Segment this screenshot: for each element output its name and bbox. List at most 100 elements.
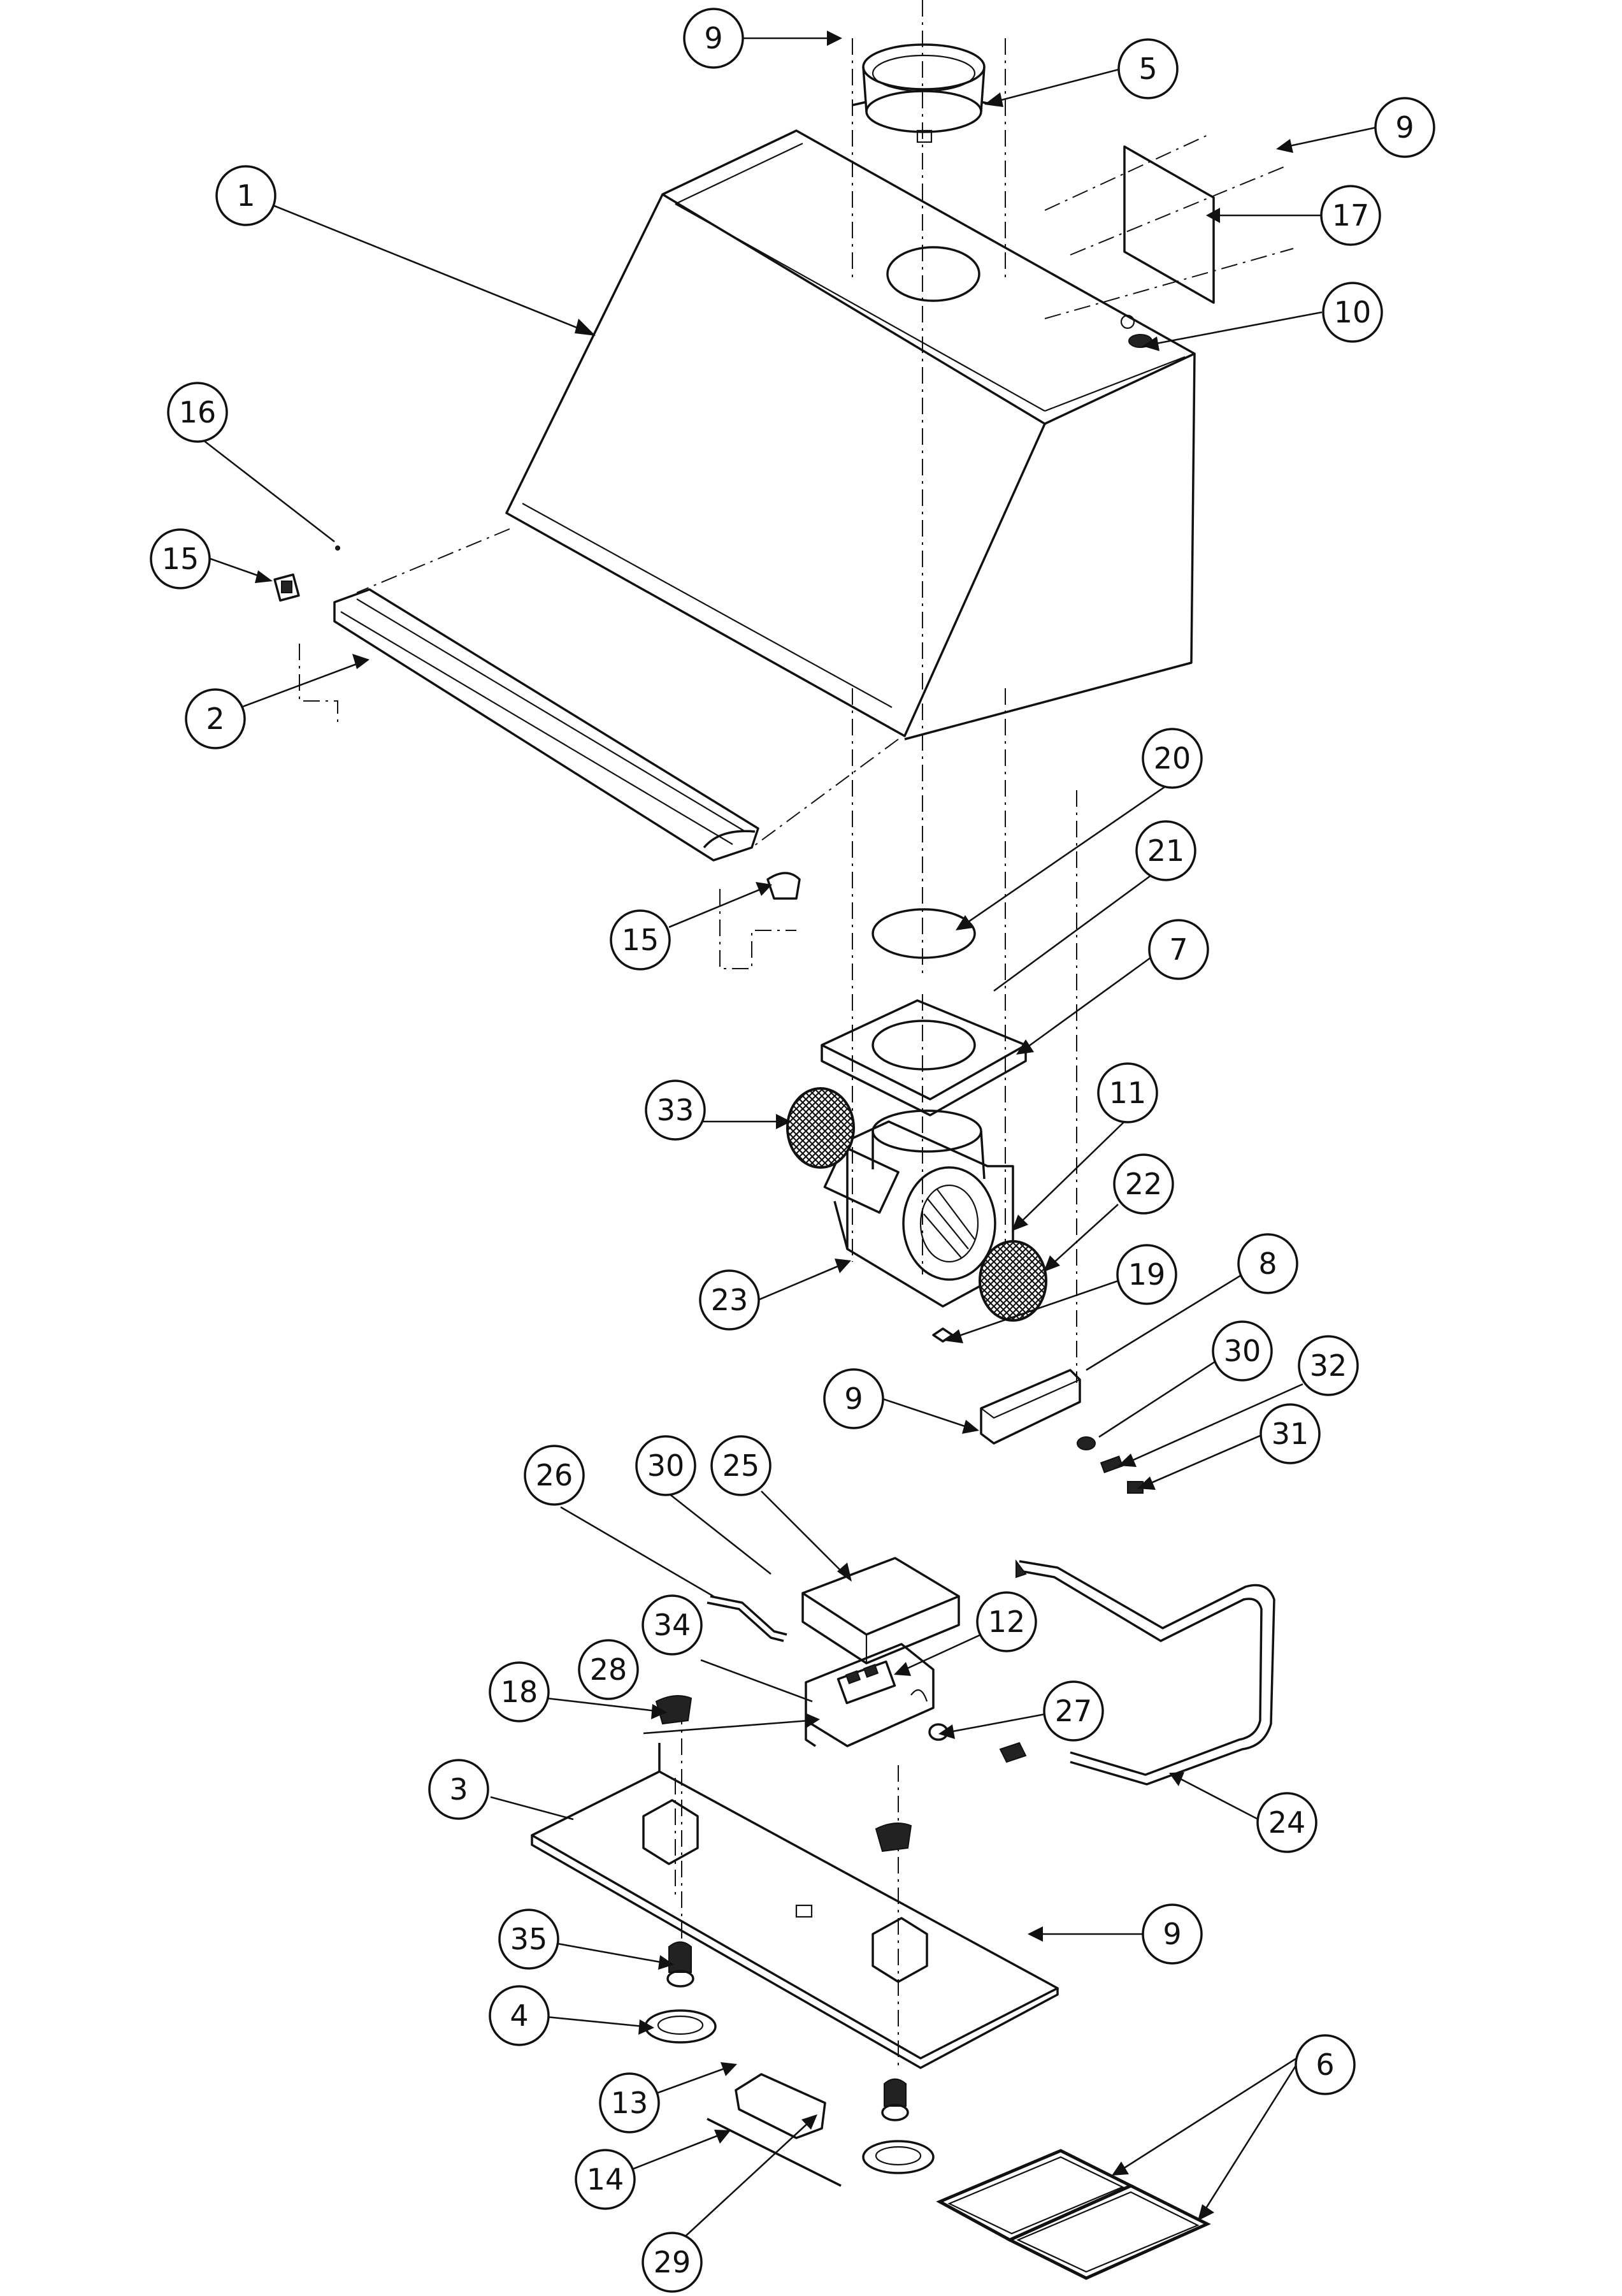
svg-text:4: 4 [510,1998,528,2033]
callout-8: 8 [1237,1233,1298,1294]
callout-24: 24 [1256,1792,1317,1853]
bottom-panel [531,1743,1059,2069]
wire-lead [707,1595,787,1642]
callout-2: 2 [185,688,246,749]
callout-34: 34 [642,1594,703,1656]
svg-text:25: 25 [722,1448,760,1483]
svg-text:31: 31 [1272,1417,1309,1451]
callout-29: 29 [642,2232,703,2293]
callout-9-lower: 9 [1142,1903,1203,1965]
svg-text:9: 9 [1163,1917,1181,1951]
callout-4: 4 [489,1985,550,2046]
svg-text:23: 23 [711,1283,749,1317]
callout-3: 3 [428,1759,489,1820]
junction-bracket [980,1369,1081,1445]
svg-text:9: 9 [1395,110,1414,145]
end-cap-right [766,872,801,900]
svg-text:13: 13 [611,2086,649,2120]
callout-6: 6 [1295,2034,1356,2095]
lamp-socket-top [655,1695,912,1852]
callout-16: 16 [167,382,228,443]
end-cap-left [273,545,340,602]
tension-rod [707,2118,842,2187]
front-light-panel [333,588,759,862]
callout-19: 19 [1116,1244,1177,1305]
callout-23: 23 [699,1269,760,1331]
callout-10: 10 [1322,282,1383,343]
callout-12: 12 [976,1591,1037,1652]
callout-17: 17 [1320,185,1381,246]
svg-text:26: 26 [536,1458,573,1492]
svg-text:30: 30 [1224,1334,1261,1368]
duct-collar [852,43,998,143]
svg-text:30: 30 [647,1448,685,1483]
callout-30-left: 30 [635,1435,696,1496]
callout-21: 21 [1135,820,1196,881]
callout-9-top: 9 [683,8,744,69]
callout-20: 20 [1142,728,1203,789]
control-box-cover [801,1557,960,1664]
svg-text:27: 27 [1055,1694,1093,1728]
svg-text:1: 1 [236,178,255,213]
svg-text:8: 8 [1258,1246,1277,1281]
svg-text:9: 9 [844,1382,863,1416]
callout-11: 11 [1097,1062,1158,1123]
callout-33: 33 [645,1079,706,1141]
lamp-bulb [666,1941,909,2121]
callout-15-right: 15 [610,909,671,971]
callout-18: 18 [489,1661,550,1722]
svg-text:22: 22 [1125,1167,1163,1201]
grease-filters [936,2149,1211,2280]
blower-grill-left [786,1087,855,1169]
back-bracket [1123,145,1215,304]
svg-text:6: 6 [1316,2047,1334,2082]
callout-22: 22 [1113,1153,1174,1215]
svg-text:11: 11 [1109,1076,1147,1110]
svg-text:33: 33 [657,1093,694,1127]
blower-motor [823,1109,1014,1343]
callout-1: 1 [215,165,276,226]
svg-text:29: 29 [654,2245,691,2279]
callout-31: 31 [1260,1403,1321,1464]
leader-lines [202,31,1377,2237]
svg-text:10: 10 [1334,295,1372,329]
callout-9-right: 9 [1374,97,1435,158]
switch-box [805,1643,935,1747]
svg-text:24: 24 [1268,1805,1306,1840]
callout-14: 14 [575,2149,636,2210]
svg-text:9: 9 [704,21,722,55]
svg-text:16: 16 [179,395,217,430]
callout-13: 13 [599,2072,660,2134]
svg-text:15: 15 [162,542,199,576]
callout-28: 28 [578,1639,639,1700]
power-cord [999,1559,1275,1786]
svg-text:7: 7 [1169,932,1188,967]
svg-text:35: 35 [510,1922,548,1956]
callout-35: 35 [498,1909,559,1970]
svg-text:18: 18 [501,1675,538,1709]
callout-15-left: 15 [150,528,211,589]
callout-32: 32 [1298,1335,1359,1396]
svg-text:17: 17 [1332,198,1370,233]
svg-text:14: 14 [587,2162,624,2197]
callout-26: 26 [524,1445,585,1506]
assembly-centerlines [299,0,1294,2071]
callout-9-middle: 9 [823,1368,884,1429]
callout-30-right: 30 [1212,1320,1273,1382]
svg-text:20: 20 [1154,741,1191,776]
hood-body [505,129,1196,740]
svg-text:21: 21 [1147,834,1185,868]
callout-5: 5 [1117,38,1179,99]
svg-text:5: 5 [1138,52,1157,86]
svg-text:34: 34 [654,1608,691,1642]
svg-text:3: 3 [449,1772,468,1807]
svg-text:15: 15 [622,923,659,957]
gasket [872,908,976,959]
callout-27: 27 [1043,1680,1104,1742]
svg-text:12: 12 [988,1605,1026,1639]
svg-text:28: 28 [590,1652,628,1687]
wire-nut-and-connectors [1077,1436,1144,1494]
blower-grill-right [979,1240,1047,1322]
lamp-ring [644,2009,935,2174]
